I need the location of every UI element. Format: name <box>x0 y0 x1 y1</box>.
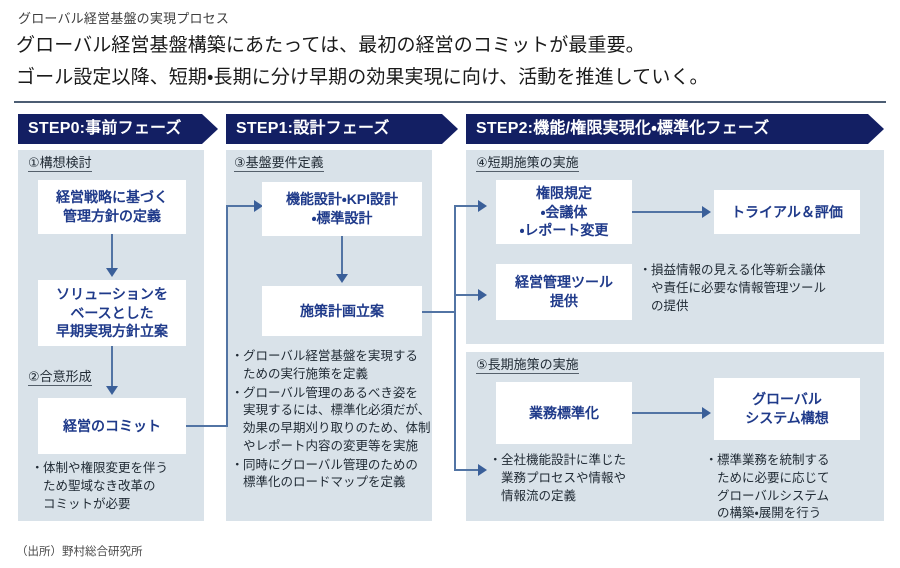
box-early-realization-policy-line-3: 早期実現方針立案 <box>56 323 168 340</box>
bullet-tool-line-3: の提供 <box>651 298 689 313</box>
box-management-tool-line-2: 提供 <box>550 293 578 309</box>
box-early-realization-policy-line-1: ソリューションを <box>56 285 168 302</box>
step-banner-step0-label: STEP0:事前フェーズ <box>28 120 182 137</box>
bullet-global-line-4: の構築・展開を行う <box>717 506 822 521</box>
box-authority-rules: 権限規定 ・会議体 ・レポート変更 <box>496 180 632 244</box>
box-business-standardization: 業務標準化 <box>496 382 632 444</box>
box-global-system-concept-line-1: グローバル <box>752 391 822 408</box>
bullet-item: グローバル経営基盤を実現する ための実行施策を定義 <box>231 348 432 384</box>
box-business-standardization-line-1: 業務標準化 <box>529 404 599 421</box>
box-authority-rules-line-3: ・レポート変更 <box>519 222 609 239</box>
connector-h-authority-to-trial <box>632 211 706 213</box>
bullet-step1-1-line-2: ための実行施策を定義 <box>243 366 369 381</box>
step-banner-step2-label: STEP2:機能/権限実現化・標準化フェーズ <box>476 120 770 137</box>
step-banner-step2: STEP2:機能/権限実現化・標準化フェーズ <box>466 114 884 144</box>
section-label-2: ②合意形成 <box>28 369 92 387</box>
box-management-policy-line-1: 経営戦略に基づく <box>56 189 168 206</box>
box-global-system-concept-line-2: システム構想 <box>745 410 829 426</box>
connector-v-bus-step2 <box>454 205 456 470</box>
bullet-step1-2-line-3: 効果の早期刈り取りのため、体制 <box>243 421 431 435</box>
box-function-kpi-design-line-1: 機能設計・KPI設計 <box>285 191 399 208</box>
box-authority-rules-line-2: ・会議体 <box>540 203 588 220</box>
bullet-step1-3-line-2: 標準化のロードマップを定義 <box>243 475 406 490</box>
section-label-4: ④短期施策の実施 <box>476 155 579 173</box>
box-management-policy-line-2: 管理方針の定義 <box>63 208 161 224</box>
arrow-right-to-trial <box>702 206 711 218</box>
bullet-global-line-1: 標準業務を統制する <box>717 453 830 467</box>
bullet-tool-line-1: 損益情報の見える化等新会議体 <box>651 263 826 277</box>
bullet-commitment-line-1: 体制や権限変更を伴う <box>43 461 169 475</box>
bullet-gyomu-line-1: 全社機能設計に準じた <box>501 453 627 467</box>
section-label-3: ③基盤要件定義 <box>234 155 324 173</box>
page-lead-line-2: ゴール設定以降、短期・長期に分け早期の効果実現に向け、活動を推進していく。 <box>16 67 709 88</box>
box-management-policy: 経営戦略に基づく 管理方針の定義 <box>38 180 186 234</box>
box-global-system-concept: グローバル システム構想 <box>714 378 860 440</box>
connector-v-step0-1 <box>111 234 113 272</box>
bullets-global-system: 標準業務を統制する ために必要に応じて グローバルシステム の構築・展開を行う <box>705 452 878 524</box>
bullet-step1-2-line-1: グローバル管理のあるべき姿を <box>243 385 418 400</box>
box-early-realization-policy-line-2: ベースとした <box>70 304 154 321</box>
connector-h-commit-out <box>186 425 228 427</box>
bullet-step1-2-line-2: 実現するには、標準化必須だが、 <box>243 403 431 418</box>
box-measure-plan: 施策計画立案 <box>262 286 422 336</box>
bullets-commitment: 体制や権限変更を伴う ため聖域なき改革の コミットが必要 <box>31 460 194 514</box>
bullets-step1: グローバル経営基盤を実現する ための実行施策を定義 グローバル管理のあるべき姿を… <box>231 348 432 493</box>
connector-h-to-kengen <box>454 205 482 207</box>
connector-h-commit-in <box>226 205 258 207</box>
box-management-commitment-line-1: 経営のコミット <box>63 417 161 434</box>
bullet-gyomu-line-3: 情報流の定義 <box>501 488 577 503</box>
arrow-right-commit-to-design <box>254 200 263 212</box>
bullet-item: 全社機能設計に準じた 業務プロセスや情報や 情報流の定義 <box>489 452 650 505</box>
connector-v-step1 <box>341 236 343 278</box>
bullet-step1-2-line-4: やレポート内容の変更等を実施 <box>243 438 419 453</box>
section-label-5: ⑤長期施策の実施 <box>476 357 579 375</box>
arrow-right-to-global-system <box>702 407 711 419</box>
step-banner-step0: STEP0:事前フェーズ <box>18 114 218 144</box>
arrow-down-step0-1 <box>106 268 118 277</box>
section-label-1: ①構想検討 <box>28 155 92 173</box>
box-management-tool: 経営管理ツール 提供 <box>496 264 632 320</box>
bullet-item: 同時にグローバル管理のための 標準化のロードマップを定義 <box>231 457 432 493</box>
page-lead-line-1: グローバル経営基盤構築にあたっては、最初の経営のコミットが最重要。 <box>16 35 645 56</box>
arrow-down-step1 <box>336 274 348 283</box>
bullet-item: 体制や権限変更を伴う ため聖域なき改革の コミットが必要 <box>31 460 194 513</box>
arrow-right-to-authority <box>478 200 487 212</box>
connector-h-to-tool <box>454 294 482 296</box>
box-function-kpi-design: 機能設計・KPI設計 ・標準設計 <box>262 182 422 236</box>
box-trial-evaluation: トライアル＆評価 <box>714 190 860 234</box>
box-management-tool-line-1: 経営管理ツール <box>515 274 613 291</box>
bullet-gyomu-line-2: 業務プロセスや情報や <box>501 470 627 485</box>
bullet-commitment-line-3: コミットが必要 <box>43 496 131 511</box>
connector-v-commit-up <box>226 205 228 427</box>
page-kicker: グローバル経営基盤の実現プロセス <box>18 11 230 26</box>
source-note: （出所）野村総合研究所 <box>16 546 143 558</box>
box-trial-evaluation-line-1: トライアル＆評価 <box>731 203 843 220</box>
bullets-standardization: 全社機能設計に準じた 業務プロセスや情報や 情報流の定義 <box>489 452 650 506</box>
bullet-item: 標準業務を統制する ために必要に応じて グローバルシステム の構築・展開を行う <box>705 452 878 523</box>
bullet-commitment-line-2: ため聖域なき改革の <box>43 478 156 493</box>
arrow-right-to-standardization <box>478 464 487 476</box>
arrow-right-to-tool <box>478 289 487 301</box>
connector-v-step0-2 <box>111 346 113 390</box>
bullet-step1-3-line-1: 同時にグローバル管理のための <box>243 457 418 472</box>
arrow-down-step0-2 <box>106 386 118 395</box>
box-function-kpi-design-line-2: ・標準設計 <box>311 210 373 226</box>
bullet-tool-line-2: や責任に必要な情報管理ツール <box>651 280 827 295</box>
connector-h-standardization-to-global <box>632 412 706 414</box>
box-management-commitment: 経営のコミット <box>38 398 186 454</box>
step-banner-step1: STEP1:設計フェーズ <box>226 114 458 144</box>
box-early-realization-policy: ソリューションを ベースとした 早期実現方針立案 <box>38 280 186 346</box>
bullet-item: グローバル管理のあるべき姿を 実現するには、標準化必須だが、 効果の早期刈り取り… <box>231 385 432 456</box>
bullets-management-tool: 損益情報の見える化等新会議体 や責任に必要な情報管理ツール の提供 <box>639 262 872 316</box>
header-divider <box>14 101 886 103</box>
box-authority-rules-line-1: 権限規定 <box>535 184 592 201</box>
bullet-global-line-3: グローバルシステム <box>717 488 830 503</box>
step-banner-step1-label: STEP1:設計フェーズ <box>236 120 390 137</box>
connector-h-plan-out <box>422 311 456 313</box>
bullet-item: 損益情報の見える化等新会議体 や責任に必要な情報管理ツール の提供 <box>639 262 872 315</box>
box-measure-plan-line-1: 施策計画立案 <box>300 302 384 319</box>
connector-h-to-gyomu <box>454 469 482 471</box>
bullet-step1-1-line-1: グローバル経営基盤を実現する <box>243 349 418 363</box>
bullet-global-line-2: ために必要に応じて <box>717 470 830 485</box>
